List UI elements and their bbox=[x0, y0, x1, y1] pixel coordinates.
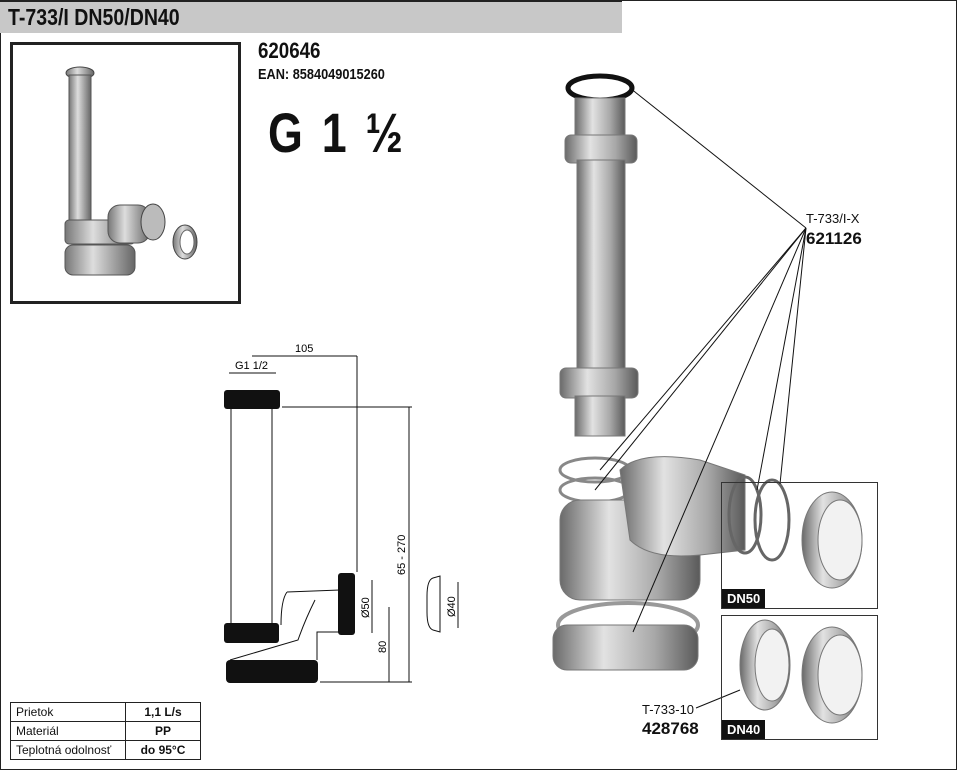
thread-size: G 1 ½ bbox=[268, 100, 406, 165]
spec-label: Materiál bbox=[10, 721, 126, 741]
seal-set-code: 621126 bbox=[806, 229, 862, 248]
adapter-code: 428768 bbox=[642, 719, 699, 738]
spec-label: Prietok bbox=[10, 702, 126, 722]
spec-label: Teplotná odolnosť bbox=[10, 740, 126, 760]
ean-code: EAN: 8584049015260 bbox=[258, 66, 385, 83]
dn40-box: DN40 bbox=[721, 615, 878, 740]
spec-value: 1,1 L/s bbox=[125, 702, 201, 722]
dn40-label: DN40 bbox=[722, 720, 766, 739]
dn50-box: DN50 bbox=[721, 482, 878, 609]
product-photo bbox=[10, 42, 241, 304]
page-title: T-733/I DN50/DN40 bbox=[8, 4, 180, 30]
product-photo-illustration bbox=[64, 66, 198, 276]
seal-set-name: T-733/I-X bbox=[806, 211, 860, 226]
spec-value: do 95°C bbox=[125, 740, 201, 760]
dn50-label: DN50 bbox=[722, 589, 766, 608]
spec-value: PP bbox=[125, 721, 201, 741]
thread-size-fraction: ½ bbox=[365, 101, 407, 164]
adapter-name: T-733-10 bbox=[642, 702, 695, 717]
product-code: 620646 bbox=[258, 38, 321, 63]
title-bar: T-733/I DN50/DN40 bbox=[0, 0, 622, 33]
thread-size-main: G 1 bbox=[268, 101, 350, 164]
